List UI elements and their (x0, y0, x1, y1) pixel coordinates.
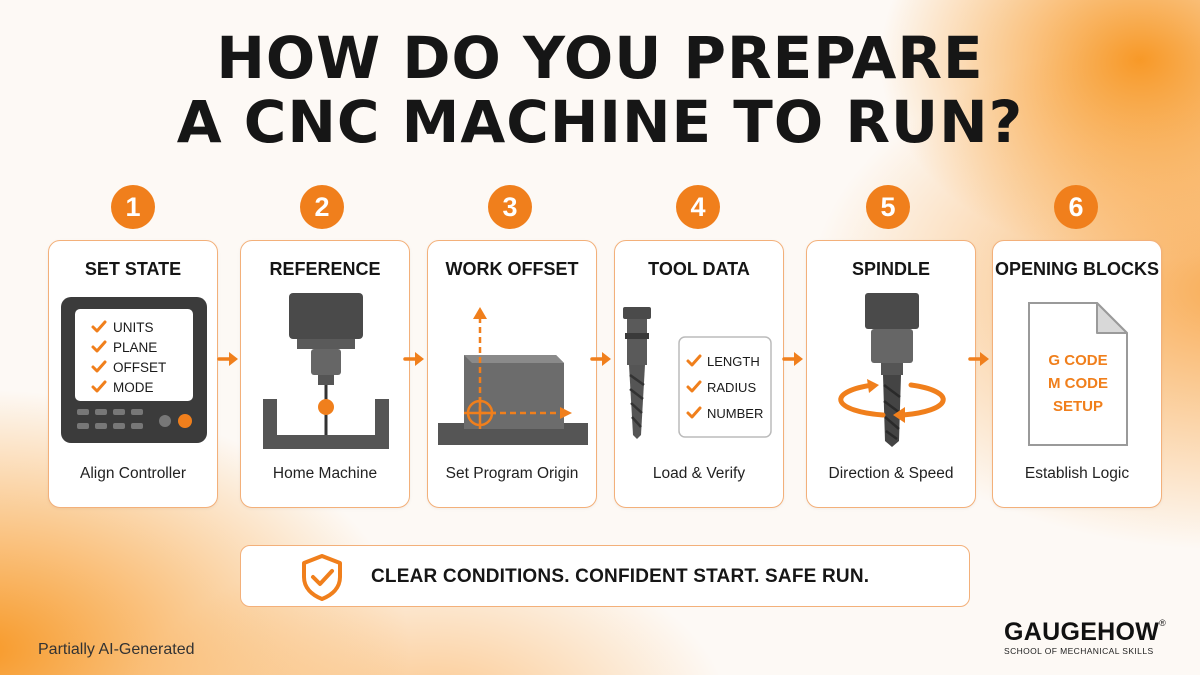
card-caption: Direction & Speed (828, 465, 954, 482)
card-caption: Home Machine (272, 465, 378, 482)
workpiece-origin-icon (438, 307, 588, 445)
brand-name-text: GAUGEHOW (1004, 618, 1160, 646)
card-title: SET STATE (84, 259, 182, 279)
banner-text: CLEAR CONDITIONS. CONFIDENT START. SAFE … (371, 566, 870, 587)
page-title: HOW DO YOU PREPARE A CNC MACHINE TO RUN? (0, 26, 1200, 154)
end-mill-tool-icon: LENGTH RADIUS NUMBER (623, 307, 772, 439)
summary-banner: CLEAR CONDITIONS. CONFIDENT START. SAFE … (240, 545, 970, 607)
step-card-opening-blocks: OPENING BLOCKS G CODE M CODE SETUP Estab… (992, 240, 1162, 508)
step-card-reference: REFERENCE Home Machine (240, 240, 410, 508)
step-number-5: 5 (866, 185, 910, 229)
arrow-right-icon (590, 352, 611, 366)
spindle-rotation-icon (838, 293, 946, 447)
card-caption: Set Program Origin (445, 465, 579, 482)
step-card-spindle: SPINDLE Direction & Speed (806, 240, 976, 508)
shield-check-icon (302, 554, 342, 601)
card-caption: Load & Verify (652, 465, 746, 482)
doc-line-setup: SETUP (1053, 398, 1103, 415)
arrow-right-icon (782, 352, 803, 366)
title-line-1: HOW DO YOU PREPARE (216, 24, 984, 92)
card-title: OPENING BLOCKS (994, 259, 1159, 279)
ai-generated-note: Partially AI-Generated (38, 641, 195, 658)
step-card-set-state: SET STATE UNITS PLANE OFFSET MODE (48, 240, 218, 508)
card-title: TOOL DATA (648, 259, 750, 279)
arrow-right-icon (968, 352, 989, 366)
title-line-2: A CNC MACHINE TO RUN? (176, 88, 1024, 156)
card-caption: Establish Logic (1024, 465, 1130, 482)
step-card-work-offset: WORK OFFSET Set Program Origin (427, 240, 597, 508)
checklist-item: RADIUS (707, 380, 756, 395)
checklist-item: OFFSET (113, 360, 166, 375)
arrow-right-icon (403, 352, 424, 366)
step-number-4: 4 (676, 185, 720, 229)
checklist-item: LENGTH (707, 354, 760, 369)
card-caption: Align Controller (80, 465, 186, 482)
doc-line-g-code: G CODE (1048, 352, 1107, 369)
document-icon: G CODE M CODE SETUP (1028, 302, 1128, 446)
brand-logo: GAUGEHOW® SCHOOL OF MECHANICAL SKILLS (1004, 618, 1184, 656)
card-title: REFERENCE (269, 259, 381, 279)
controller-screen-icon: UNITS PLANE OFFSET MODE (61, 297, 207, 443)
brand-tagline: SCHOOL OF MECHANICAL SKILLS (1004, 646, 1154, 656)
card-title: WORK OFFSET (445, 259, 579, 279)
checklist-item: MODE (113, 380, 154, 395)
step-number-6: 6 (1054, 185, 1098, 229)
checklist-item: UNITS (113, 320, 154, 335)
registered-mark: ® (1159, 618, 1167, 628)
step-number-3: 3 (488, 185, 532, 229)
arrow-right-icon (217, 352, 238, 366)
card-title: SPINDLE (851, 259, 930, 279)
spindle-probe-icon (263, 293, 389, 449)
step-number-1: 1 (111, 185, 155, 229)
doc-line-m-code: M CODE (1048, 375, 1108, 392)
brand-name: GAUGEHOW® (1004, 618, 1184, 647)
checklist-item: NUMBER (707, 406, 763, 421)
step-number-2: 2 (300, 185, 344, 229)
checklist-item: PLANE (113, 340, 157, 355)
step-card-tool-data: TOOL DATA LENGTH RADIUS NUMBER Load & Ve… (614, 240, 784, 508)
